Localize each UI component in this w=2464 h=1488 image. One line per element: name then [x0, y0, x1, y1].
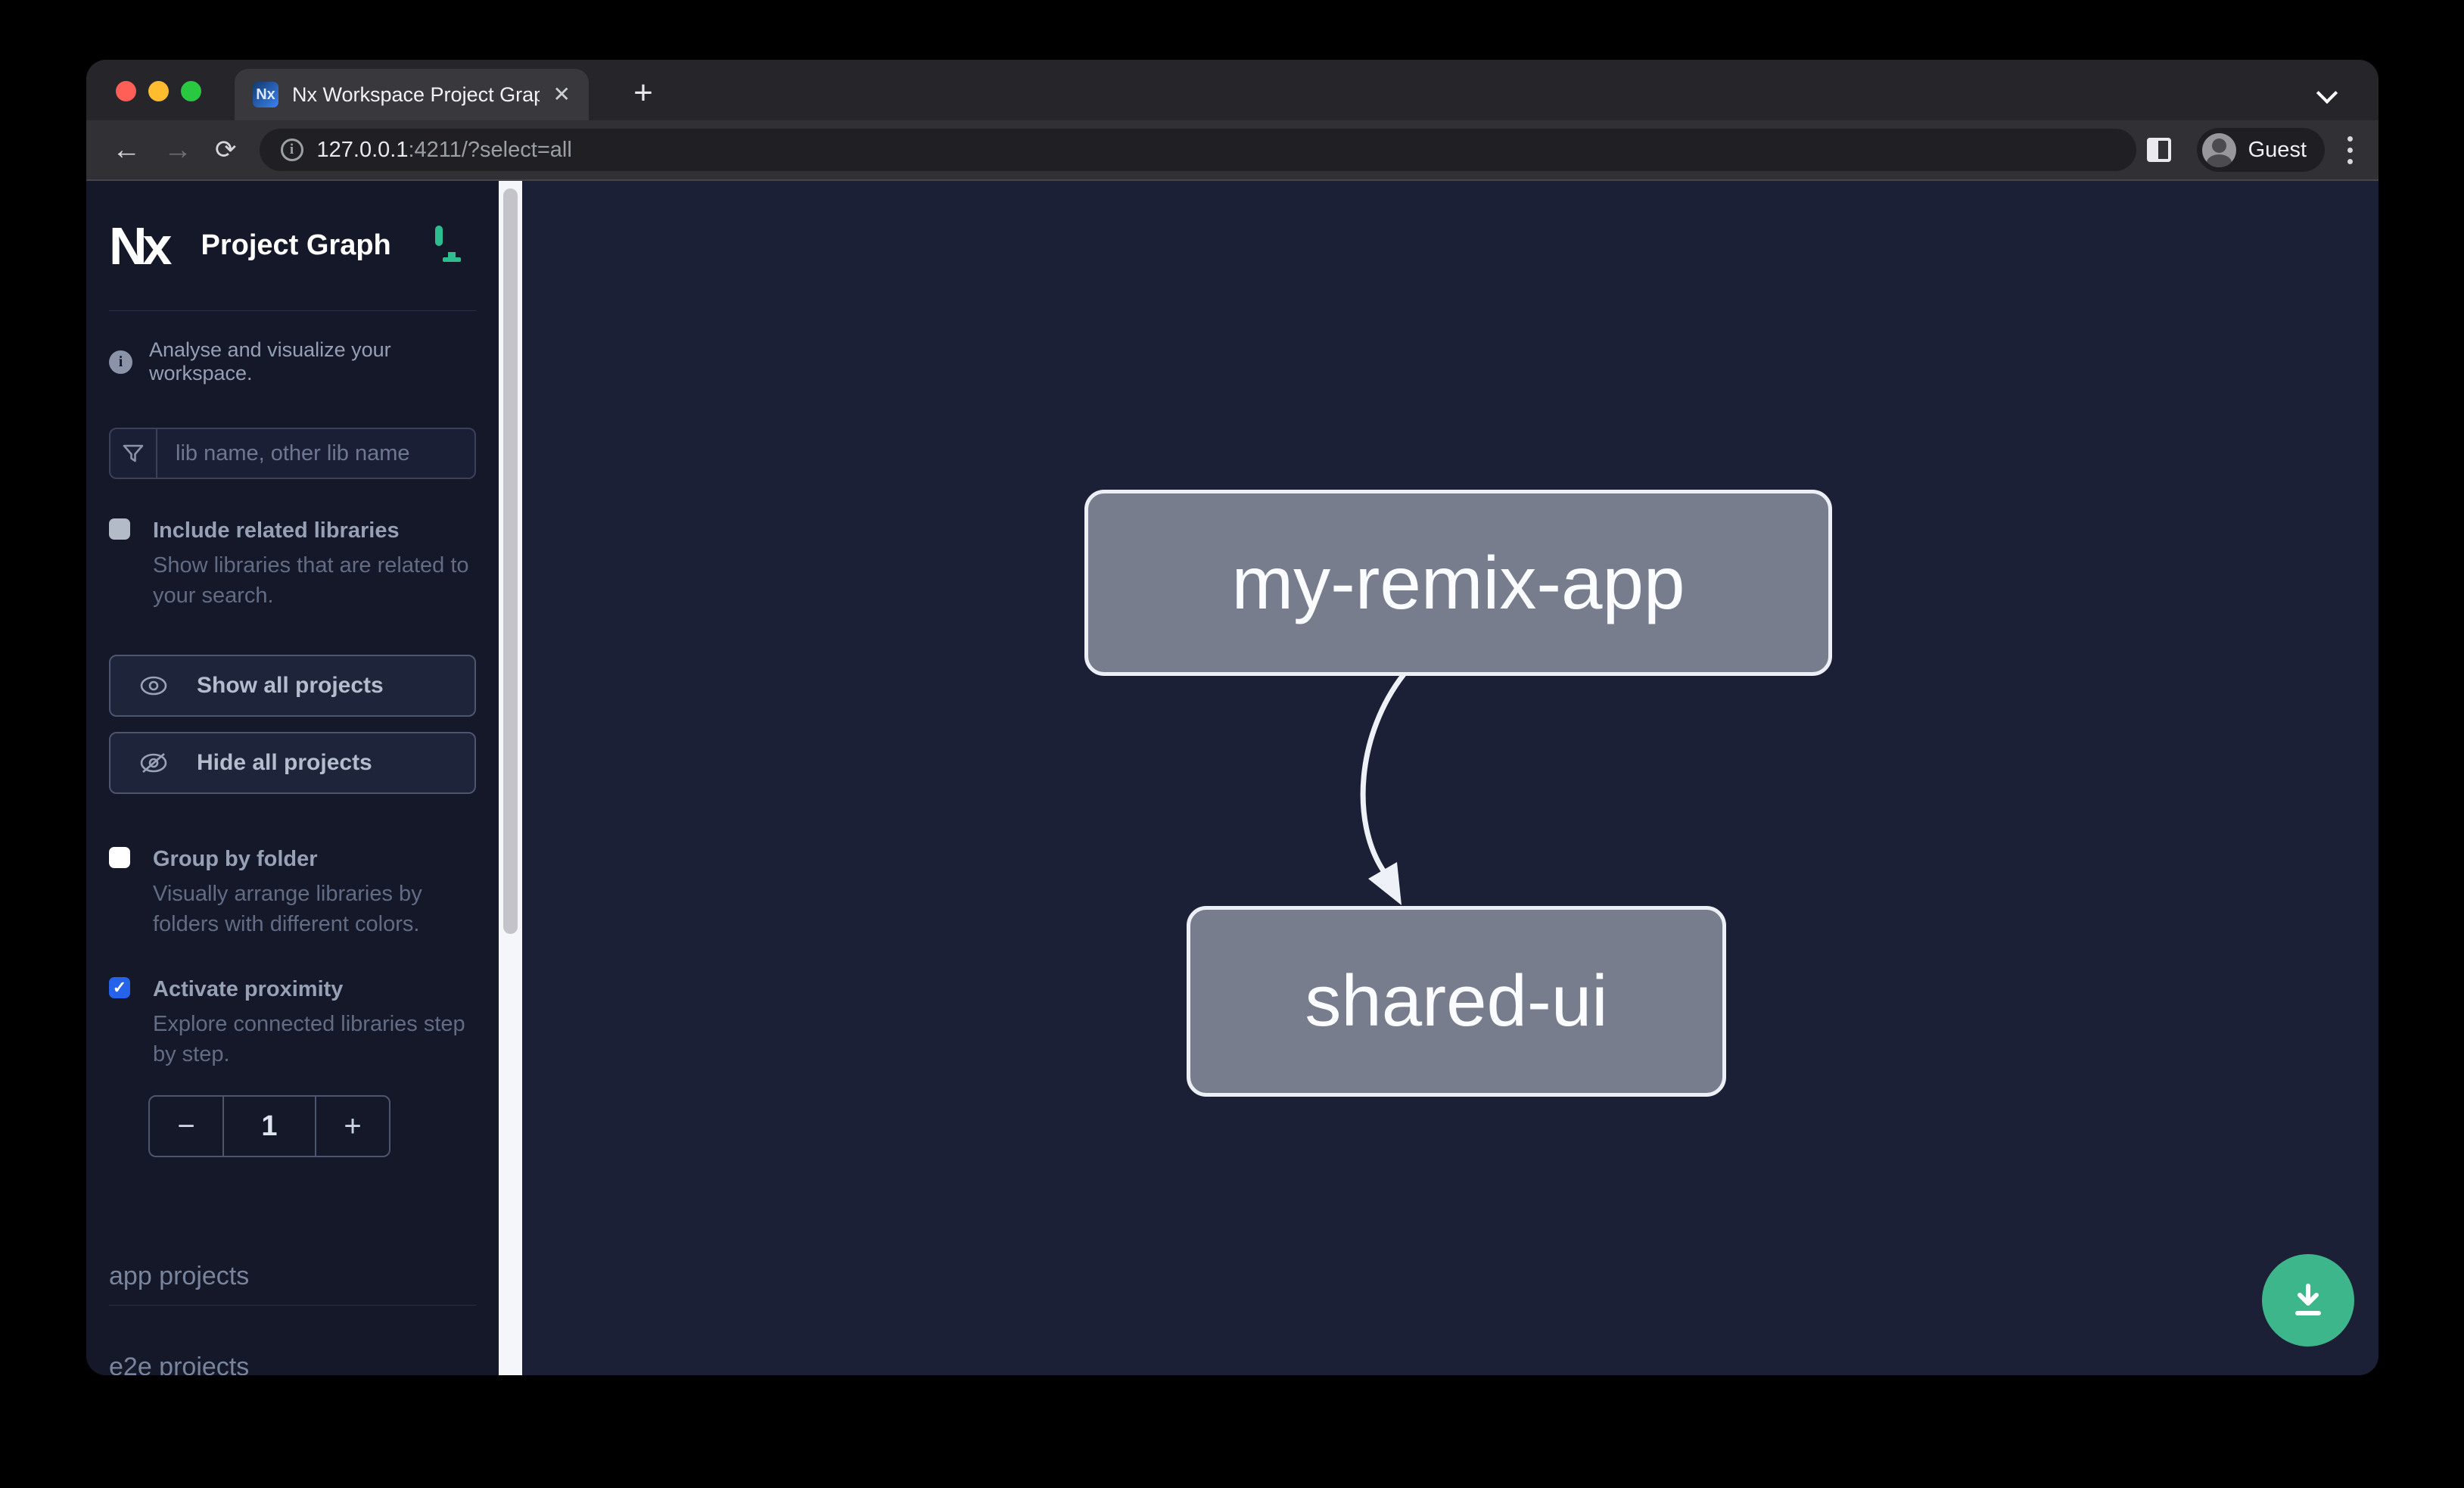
toggle-description: Show libraries that are related to your …: [153, 553, 469, 608]
edge-my-remix-app-to-shared-ui: [1360, 671, 1407, 875]
avatar-icon: [2201, 132, 2236, 167]
graph-node-my-remix-app[interactable]: my-remix-app: [1084, 490, 1832, 676]
toggle-activate-proximity[interactable]: ✓ Activate proximity Explore connected l…: [109, 974, 476, 1069]
sidebar: Nx Project Graph i Analyse and visualize…: [86, 181, 499, 1375]
profile-label: Guest: [2248, 137, 2307, 162]
back-button[interactable]: ←: [112, 134, 141, 166]
browser-menu-icon[interactable]: [2347, 135, 2353, 164]
checkbox-group-by-folder[interactable]: [109, 847, 130, 868]
edge-arrowhead: [1368, 862, 1402, 905]
reload-button[interactable]: ⟳: [215, 135, 237, 164]
browser-tab[interactable]: Nx Nx Workspace Project Graph ✕: [235, 69, 589, 120]
toggle-description: Explore connected libraries step by step…: [153, 1012, 465, 1066]
page-content: Nx Project Graph i Analyse and visualize…: [86, 181, 2378, 1375]
url-text: 127.0.0.1:4211/?select=all: [317, 138, 572, 163]
tab-close-icon[interactable]: ✕: [552, 82, 571, 106]
monitor-icon[interactable]: [435, 225, 468, 263]
toolbar-right-cluster: Guest: [2146, 128, 2353, 172]
show-all-projects-button[interactable]: Show all projects: [109, 655, 476, 717]
checkbox-activate-proximity[interactable]: ✓: [109, 977, 130, 998]
download-icon: [2295, 1284, 2321, 1315]
tab-title: Nx Workspace Project Graph: [292, 82, 540, 106]
proximity-depth-stepper: − 1 +: [148, 1095, 390, 1157]
browser-toolbar: ← → ⟳ i 127.0.0.1:4211/?select=all Guest: [86, 120, 2378, 181]
checkbox-include-related[interactable]: [109, 518, 130, 540]
sidebar-scrollbar[interactable]: [499, 181, 522, 1375]
new-tab-button[interactable]: +: [633, 74, 653, 111]
browser-window: Nx Nx Workspace Project Graph ✕ + ← → ⟳ …: [86, 60, 2378, 1375]
side-panel-icon[interactable]: [2146, 138, 2171, 162]
forward-button[interactable]: →: [163, 134, 192, 166]
section-app-projects: app projects: [109, 1262, 476, 1306]
close-window-button[interactable]: [116, 81, 136, 101]
button-label: Show all projects: [197, 673, 384, 698]
workspace-tagline: Analyse and visualize your workspace.: [149, 338, 391, 384]
sidebar-header: Nx Project Graph: [109, 181, 476, 311]
toggle-label: Activate proximity: [153, 977, 344, 1001]
url-path: :4211/?select=all: [408, 137, 572, 162]
nx-logo: Nx: [109, 216, 173, 275]
graph-node-shared-ui[interactable]: shared-ui: [1187, 906, 1726, 1097]
site-info-icon[interactable]: i: [280, 139, 303, 161]
hide-all-projects-button[interactable]: Hide all projects: [109, 732, 476, 794]
profile-button[interactable]: Guest: [2196, 128, 2325, 172]
tab-strip: Nx Nx Workspace Project Graph ✕ +: [86, 60, 2378, 120]
eye-icon: [140, 676, 167, 696]
workspace-tagline-row: i Analyse and visualize your workspace.: [109, 338, 476, 385]
download-image-button[interactable]: [2262, 1254, 2354, 1346]
scrollbar-thumb[interactable]: [503, 188, 518, 934]
proximity-depth-value: 1: [222, 1097, 316, 1156]
info-icon: i: [109, 350, 132, 374]
graph-canvas[interactable]: my-remix-app shared-ui: [522, 181, 2378, 1375]
page-title: Project Graph: [201, 229, 391, 261]
tab-search-chevron-icon[interactable]: [2318, 82, 2338, 102]
nx-favicon: Nx: [253, 82, 278, 107]
window-controls: [116, 81, 201, 101]
filter-icon: [110, 429, 157, 478]
search-input[interactable]: [157, 429, 474, 478]
toggle-label: Include related libraries: [153, 518, 400, 543]
toggle-label: Group by folder: [153, 847, 318, 871]
button-label: Hide all projects: [197, 750, 372, 775]
toggle-include-related[interactable]: Include related libraries Show libraries…: [109, 515, 476, 611]
address-bar[interactable]: i 127.0.0.1:4211/?select=all: [259, 129, 2136, 171]
section-e2e-projects: e2e projects: [109, 1353, 476, 1375]
maximize-window-button[interactable]: [181, 81, 201, 101]
eye-off-icon: [140, 753, 167, 773]
graph-edges: [1360, 671, 1407, 905]
toggle-group-by-folder[interactable]: Group by folder Visually arrange librari…: [109, 844, 476, 939]
search-box: [109, 428, 476, 479]
minimize-window-button[interactable]: [148, 81, 169, 101]
increment-button[interactable]: +: [344, 1109, 362, 1143]
toggle-description: Visually arrange libraries by folders wi…: [153, 882, 422, 936]
url-host: 127.0.0.1: [316, 137, 409, 162]
decrement-button[interactable]: −: [177, 1109, 195, 1143]
